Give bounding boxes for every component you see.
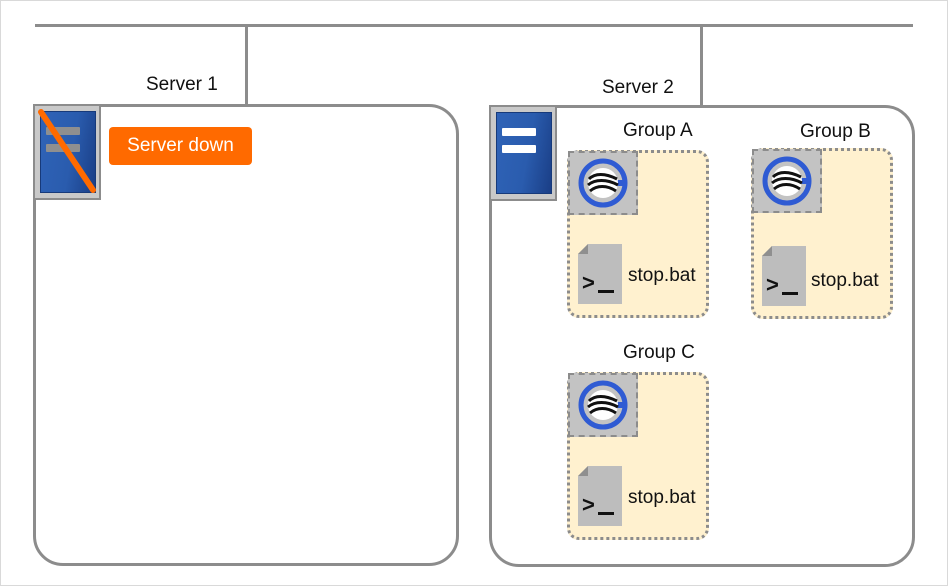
server-down-icon xyxy=(33,104,101,200)
server-icon xyxy=(489,105,557,201)
group-resource-icon xyxy=(568,373,638,437)
svg-text:>: > xyxy=(582,492,595,517)
svg-text:>: > xyxy=(766,272,779,297)
server-2-label: Server 2 xyxy=(602,77,674,98)
group-b-box: > stop.bat xyxy=(751,148,893,319)
script-file-icon: > xyxy=(578,244,622,304)
group-resource-icon xyxy=(752,149,822,213)
server-2-connector xyxy=(700,26,703,107)
network-bus xyxy=(35,24,913,27)
script-file-icon: > xyxy=(578,466,622,526)
script-file-icon: > xyxy=(762,246,806,306)
group-b-label: Group B xyxy=(800,121,871,142)
group-a-label: Group A xyxy=(623,120,693,141)
script-name: stop.bat xyxy=(628,487,696,508)
group-c-box: > stop.bat xyxy=(567,372,709,540)
script-name: stop.bat xyxy=(811,270,879,291)
server-down-badge: Server down xyxy=(109,127,252,165)
script-name: stop.bat xyxy=(628,265,696,286)
group-c-label: Group C xyxy=(623,342,695,363)
server-1-box xyxy=(33,104,459,566)
server-1-label: Server 1 xyxy=(146,74,218,95)
group-resource-icon xyxy=(568,151,638,215)
server-1-connector xyxy=(245,26,248,106)
group-a-box: > stop.bat xyxy=(567,150,709,318)
svg-text:>: > xyxy=(582,270,595,295)
